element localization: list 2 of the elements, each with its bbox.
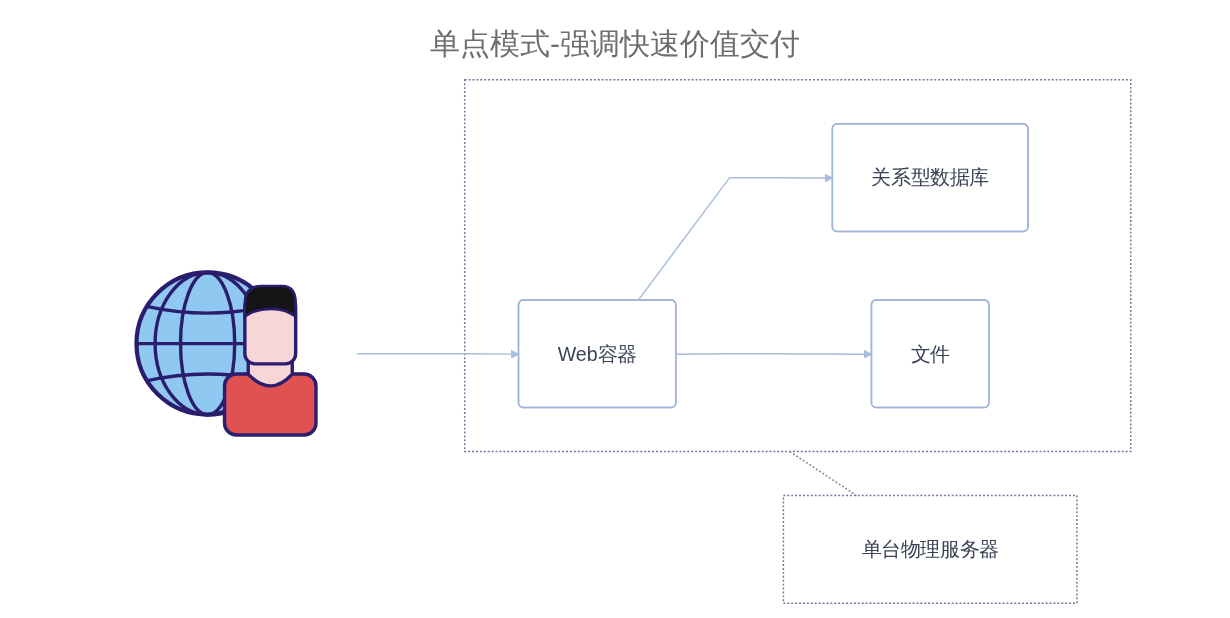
diagram-title: 单点模式-强调快速价值交付	[430, 26, 800, 62]
node-box: 单台物理服务器	[782, 494, 1078, 604]
